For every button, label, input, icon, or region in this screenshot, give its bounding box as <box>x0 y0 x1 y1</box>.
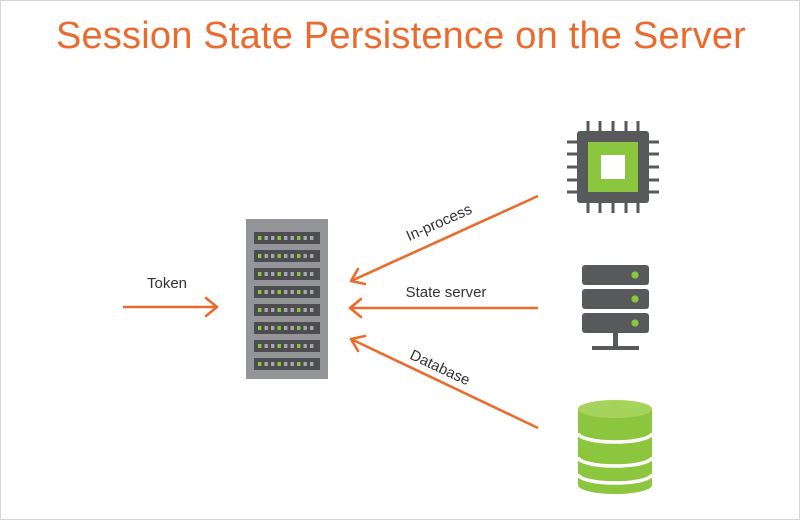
state-server-label: State server <box>406 284 487 301</box>
rack-led <box>271 344 275 348</box>
rack-led <box>297 344 301 348</box>
rack-led <box>277 254 281 258</box>
rack-led <box>264 272 268 276</box>
rack-led <box>277 272 281 276</box>
rack-led <box>264 236 268 240</box>
rack-led <box>284 344 288 348</box>
rack-led <box>290 344 294 348</box>
rack-led <box>277 236 281 240</box>
rack-led <box>271 290 275 294</box>
rack-led <box>264 254 268 258</box>
database-icon <box>576 400 654 494</box>
rack-led <box>264 344 268 348</box>
rack-led <box>303 344 307 348</box>
rack-led <box>297 362 301 366</box>
rack-led <box>297 326 301 330</box>
rack-led <box>264 326 268 330</box>
rack-led <box>297 308 301 312</box>
token-arrow <box>123 296 219 318</box>
rack-led <box>271 272 275 276</box>
rack-led <box>310 290 314 294</box>
rack-led <box>310 308 314 312</box>
rack-led <box>303 308 307 312</box>
rack-led <box>290 272 294 276</box>
diagram-title: Session State Persistence on the Server <box>55 15 747 57</box>
rack-led <box>284 272 288 276</box>
rack-led <box>258 308 262 312</box>
rack-led <box>284 290 288 294</box>
rack-led <box>297 254 301 258</box>
rack-led <box>297 290 301 294</box>
rack-led <box>277 308 281 312</box>
rack-led <box>277 290 281 294</box>
rack-led <box>303 362 307 366</box>
state-server-arrow <box>348 297 538 319</box>
rack-led <box>258 344 262 348</box>
rack-led <box>310 344 314 348</box>
rack-led <box>258 236 262 240</box>
rack-led <box>271 326 275 330</box>
rack-led <box>290 362 294 366</box>
rack-led <box>303 236 307 240</box>
rack-led <box>290 308 294 312</box>
rack-led <box>277 326 281 330</box>
rack-led <box>277 362 281 366</box>
in-process-label: In-process <box>404 201 475 245</box>
rack-led <box>258 290 262 294</box>
rack-led <box>297 236 301 240</box>
rack-led <box>264 290 268 294</box>
rack-led <box>264 308 268 312</box>
rack-led <box>310 236 314 240</box>
rack-led <box>310 254 314 258</box>
database-arrow <box>349 334 539 430</box>
rack-led <box>258 326 262 330</box>
rack-led <box>303 326 307 330</box>
token-label: Token <box>147 275 187 292</box>
rack-led <box>310 272 314 276</box>
rack-led <box>284 308 288 312</box>
rack-led <box>310 326 314 330</box>
rack-led <box>303 290 307 294</box>
rack-led <box>271 362 275 366</box>
rack-led <box>290 254 294 258</box>
rack-led <box>264 362 268 366</box>
state-server-icon <box>582 265 649 350</box>
rack-led <box>290 326 294 330</box>
rack-led <box>284 326 288 330</box>
rack-led <box>258 254 262 258</box>
rack-led <box>284 362 288 366</box>
database-label: Database <box>407 347 472 390</box>
rack-led <box>271 254 275 258</box>
rack-led <box>297 272 301 276</box>
rack-led <box>277 344 281 348</box>
in-process-arrow <box>349 194 539 286</box>
rack-led <box>284 236 288 240</box>
rack-led <box>258 362 262 366</box>
rack-led <box>310 362 314 366</box>
rack-led <box>303 272 307 276</box>
rack-led <box>290 290 294 294</box>
rack-led <box>284 254 288 258</box>
rack-led <box>290 236 294 240</box>
rack-led <box>271 308 275 312</box>
rack-led <box>271 236 275 240</box>
rack-led <box>258 272 262 276</box>
rack-led <box>303 254 307 258</box>
server-rack-icon <box>246 219 328 379</box>
cpu-chip-icon <box>567 121 659 213</box>
